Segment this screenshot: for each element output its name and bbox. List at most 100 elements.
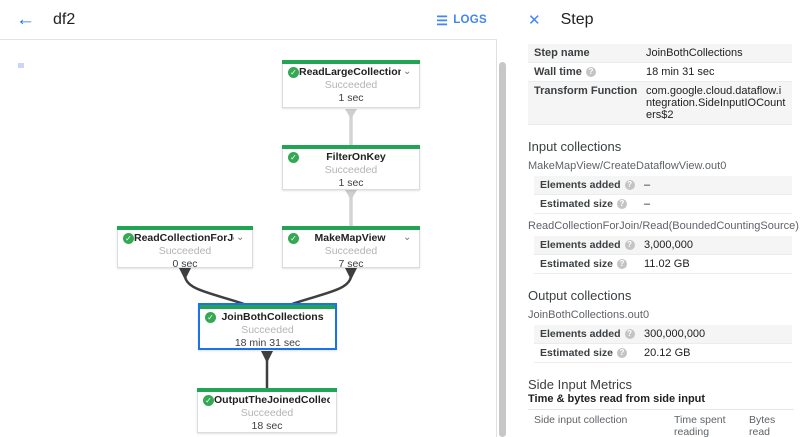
input-collections-heading: Input collections: [528, 139, 622, 154]
node-time: 7 sec: [338, 258, 364, 270]
panel-title: Step: [560, 11, 594, 28]
row-label: Transform Function: [534, 85, 638, 97]
row-value: –: [644, 198, 651, 210]
output-collections-heading: Output collections: [528, 288, 632, 303]
top-header: ← df2 ☰ LOGS: [0, 0, 497, 40]
help-icon[interactable]: ?: [624, 240, 635, 250]
side-input-metrics-heading: Side Input Metrics: [528, 377, 633, 392]
node-status-bar: [282, 60, 420, 64]
column-header: Bytes read: [749, 414, 776, 437]
graph-edges: [179, 109, 357, 388]
node-status: Succeeded: [241, 324, 294, 336]
table-row: Step name JoinBothCollections: [528, 44, 792, 63]
row-value: 18 min 31 sec: [646, 66, 715, 78]
node-name: ReadLargeCollectionFr…: [299, 66, 401, 78]
node-name: ReadCollectionForJoin: [134, 232, 234, 244]
column-header: Side input collection: [534, 414, 628, 426]
node-time: 1 sec: [338, 92, 364, 104]
help-icon[interactable]: ?: [616, 348, 627, 358]
node-status-bar: [200, 305, 335, 309]
table-row: Transform Function com.google.cloud.data…: [528, 82, 792, 125]
row-value: 3,000,000: [644, 239, 693, 251]
node-status-bar: [282, 145, 420, 149]
node-name: OutputTheJoinedCollec…: [214, 394, 330, 406]
row-label: Elements added?: [540, 328, 644, 340]
table-header-row: Side input collection Time spent reading…: [528, 409, 794, 437]
row-value: –: [644, 179, 651, 191]
row-label: Elements added?: [540, 239, 644, 251]
step-summary-table: Step name JoinBothCollections Wall time?…: [528, 44, 792, 125]
node-status-bar: [282, 226, 420, 230]
row-label: Wall time?: [534, 66, 646, 78]
pipeline-graph-canvas[interactable]: ✓ ReadLargeCollectionFr… ⌄ Succeeded 1 s…: [0, 40, 497, 437]
collection-metrics-table: Elements added? 300,000,000 Estimated si…: [534, 325, 792, 363]
row-value: 11.02 GB: [644, 258, 690, 270]
table-row: Elements added? –: [534, 176, 792, 195]
chevron-down-icon[interactable]: ⌄: [236, 232, 245, 243]
node-status: Succeeded: [324, 164, 378, 176]
table-row: Elements added? 3,000,000: [534, 236, 792, 255]
row-label: Estimated size?: [540, 258, 644, 270]
node-status: Succeeded: [324, 245, 378, 257]
success-check-icon: ✓: [203, 394, 214, 406]
node-name: MakeMapView: [314, 232, 386, 244]
graph-node-read-collection-for-join[interactable]: ✓ ReadCollectionForJoin ⌄ Succeeded 0 se…: [117, 226, 253, 270]
column-header: Time spent reading: [674, 414, 726, 437]
row-label: Elements added?: [540, 179, 644, 191]
collection-name: ReadCollectionForJoin/Read(BoundedCounti…: [528, 220, 800, 232]
graph-node-output-the-joined[interactable]: ✓ OutputTheJoinedCollec… Succeeded 18 se…: [197, 388, 337, 433]
close-icon[interactable]: ✕: [528, 12, 541, 29]
node-status: Succeeded: [158, 245, 212, 257]
side-input-table: Side input collection Time spent reading…: [528, 409, 794, 437]
node-time: 1 sec: [338, 177, 364, 189]
collection-metrics-table: Elements added? 3,000,000 Estimated size…: [534, 236, 792, 274]
row-value: 300,000,000: [644, 328, 706, 340]
graph-node-join-both-collections[interactable]: ✓ JoinBothCollections Succeeded 18 min 3…: [198, 303, 337, 350]
chevron-down-icon[interactable]: ⌄: [403, 232, 412, 243]
table-row: Elements added? 300,000,000: [534, 325, 792, 344]
help-icon[interactable]: ?: [616, 259, 627, 269]
row-value: 20.12 GB: [644, 347, 691, 359]
table-row: Estimated size? –: [534, 195, 792, 214]
table-row: Wall time? 18 min 31 sec: [528, 63, 792, 82]
row-value: JoinBothCollections: [646, 47, 743, 59]
logs-list-icon: ☰: [436, 12, 449, 28]
help-icon[interactable]: ?: [585, 67, 596, 77]
step-panel-header: ✕ Step: [510, 0, 800, 40]
node-name: JoinBothCollections: [221, 311, 324, 323]
help-icon[interactable]: ?: [616, 199, 627, 209]
node-status: Succeeded: [240, 407, 294, 419]
row-label: Estimated size?: [540, 198, 644, 210]
node-time: 0 sec: [172, 258, 198, 270]
graph-node-read-large-collection[interactable]: ✓ ReadLargeCollectionFr… ⌄ Succeeded 1 s…: [282, 60, 420, 108]
node-status-bar: [197, 388, 337, 392]
node-name: FilterOnKey: [326, 151, 386, 163]
chevron-down-icon[interactable]: ⌄: [403, 66, 412, 77]
help-icon[interactable]: ?: [624, 329, 635, 339]
row-label: Estimated size?: [540, 347, 644, 359]
success-check-icon: ✓: [288, 232, 299, 244]
back-arrow-icon[interactable]: ←: [16, 9, 35, 30]
node-time: 18 min 31 sec: [234, 337, 301, 349]
graph-node-make-map-view[interactable]: ✓ MakeMapView ⌄ Succeeded 7 sec: [282, 226, 420, 270]
collection-metrics-table: Elements added? – Estimated size? –: [534, 176, 792, 214]
side-input-subheading: Time & bytes read from side input: [528, 393, 706, 405]
success-check-icon: ✓: [123, 232, 134, 244]
node-status: Succeeded: [324, 79, 378, 91]
row-value: com.google.cloud.dataflow.integration.Si…: [646, 85, 786, 121]
logs-button-label: LOGS: [453, 14, 487, 26]
node-status-bar: [117, 226, 253, 230]
success-check-icon: ✓: [288, 151, 299, 163]
table-row: Estimated size? 11.02 GB: [534, 255, 792, 274]
collection-name: MakeMapView/CreateDataflowView.out0: [528, 160, 727, 172]
help-icon[interactable]: ?: [624, 180, 635, 190]
row-label: Step name: [534, 47, 590, 59]
graph-node-filter-on-key[interactable]: ✓ FilterOnKey Succeeded 1 sec: [282, 145, 420, 190]
minimap-marker: [18, 63, 24, 68]
table-row: Estimated size? 20.12 GB: [534, 344, 792, 363]
step-details-panel: ✕ Step Step name JoinBothCollections Wal…: [510, 0, 800, 437]
logs-button[interactable]: ☰ LOGS: [436, 0, 487, 40]
vertical-scrollbar-thumb[interactable]: [499, 62, 506, 437]
node-time: 18 sec: [251, 420, 283, 432]
